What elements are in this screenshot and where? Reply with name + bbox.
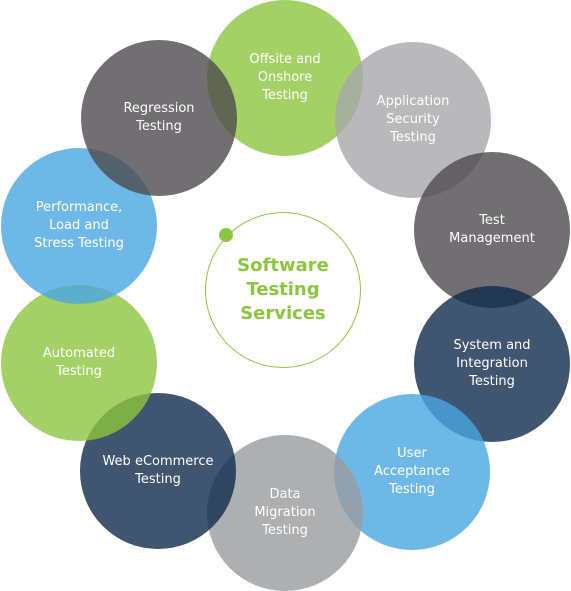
node-circle-test-management [414,152,570,308]
center-title: Software Testing Services [205,212,361,368]
center-accent-dot [219,228,233,242]
node-circle-automated [1,285,157,441]
node-circle-regression [81,40,237,196]
center-title-text: Software Testing Services [237,255,329,324]
